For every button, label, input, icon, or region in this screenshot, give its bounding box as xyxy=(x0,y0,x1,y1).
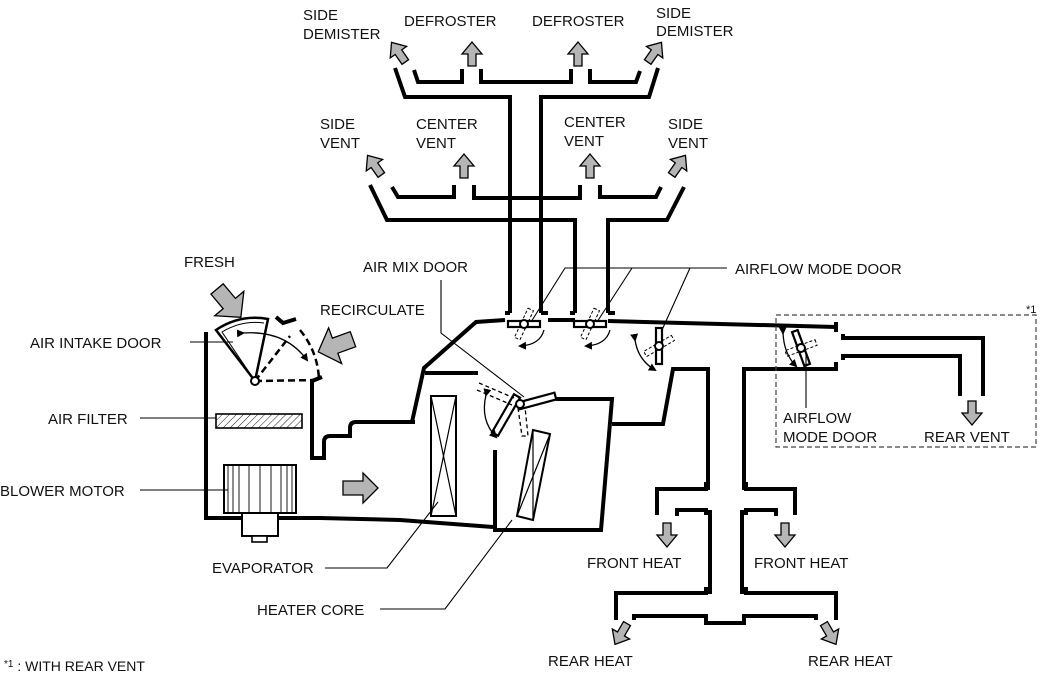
intake-box-wall xyxy=(204,332,494,529)
case-wall xyxy=(612,367,710,490)
arrow-side-demister-left-icon xyxy=(389,41,410,66)
arrow-recirculate-icon xyxy=(317,326,357,365)
arrow-center-vent-left-icon xyxy=(452,152,476,179)
label-air-intake-door: AIR INTAKE DOOR xyxy=(30,335,162,352)
evaporator xyxy=(430,395,457,517)
hvac-case xyxy=(204,318,837,532)
label-rear-vent: REAR VENT xyxy=(924,429,1010,446)
case-wall xyxy=(607,319,837,329)
heater-core xyxy=(515,428,552,522)
duct-wall xyxy=(744,587,838,620)
intake-box-wall xyxy=(310,375,415,460)
arrow-defroster-left-icon xyxy=(460,40,484,67)
arrow-center-vent-right-icon xyxy=(578,152,602,179)
defroster-duct-group xyxy=(393,67,660,313)
outlet-arrows xyxy=(365,40,688,179)
duct-wall xyxy=(632,614,818,625)
blower-motor xyxy=(223,464,297,543)
duct-wall xyxy=(472,185,580,200)
duct-wall xyxy=(841,334,985,396)
duct-wall xyxy=(393,67,512,313)
duct-wall xyxy=(675,508,708,516)
duct-wall xyxy=(479,69,573,84)
duct-wall xyxy=(548,185,582,200)
duct-wall xyxy=(598,185,663,199)
heat-duct-group xyxy=(611,482,840,646)
arrow-front-heat-right-icon xyxy=(773,522,797,549)
label-front-heat-left: FRONT HEAT xyxy=(587,555,681,572)
case-wall xyxy=(742,367,836,490)
duct-wall xyxy=(744,508,778,516)
arrow-rear-vent-icon xyxy=(960,400,984,427)
label-evaporator: EVAPORATOR xyxy=(212,560,314,577)
label-fresh: FRESH xyxy=(184,254,235,271)
airflow-mode-door-rear xyxy=(778,326,818,368)
label-front-heat-right: FRONT HEAT xyxy=(754,555,848,572)
duct-wall xyxy=(841,354,962,396)
air-intake-door xyxy=(214,315,321,386)
duct-wall xyxy=(614,587,708,620)
label-recirculate: RECIRCULATE xyxy=(320,302,425,319)
arrow-side-vent-left-icon xyxy=(365,154,386,179)
airflow-mode-door-heat xyxy=(630,326,676,372)
label-air-mix-door: AIR MIX DOOR xyxy=(363,259,468,276)
arrow-side-demister-right-icon xyxy=(643,41,664,66)
option-marker: *1 xyxy=(1026,304,1036,316)
vent-duct-group xyxy=(368,184,686,313)
air-filter xyxy=(215,413,303,429)
label-defroster-right: DEFROSTER xyxy=(532,13,625,30)
case-wall xyxy=(409,318,506,424)
rear-vent-option-box xyxy=(775,314,1037,448)
duct-wall xyxy=(539,67,660,313)
case-wall xyxy=(493,397,615,532)
label-heater-core: HEATER CORE xyxy=(257,602,364,619)
arrow-fresh-icon xyxy=(210,282,245,319)
leader-lines xyxy=(140,267,807,610)
label-blower-motor: BLOWER MOTOR xyxy=(0,483,125,500)
duct-wall xyxy=(606,186,686,313)
label-rear-heat-right: REAR HEAT xyxy=(808,653,893,670)
arrow-airflow-icon xyxy=(342,471,379,505)
arrow-side-vent-right-icon xyxy=(667,154,688,179)
duct-wall xyxy=(368,184,577,313)
duct-wall xyxy=(744,482,797,515)
airflow-mode-door-vent xyxy=(572,307,611,350)
arrow-rear-heat-left-icon xyxy=(611,620,632,646)
arrow-rear-heat-right-icon xyxy=(819,620,840,646)
label-air-filter: AIR FILTER xyxy=(48,411,128,428)
arrow-front-heat-left-icon xyxy=(655,522,679,549)
duct-wall xyxy=(390,185,456,199)
footnote: *1 : WITH REAR VENT xyxy=(4,658,145,674)
label-airflow-mode-door: AIRFLOW MODE DOOR xyxy=(735,261,902,278)
duct-wall xyxy=(412,69,464,84)
label-defroster-left: DEFROSTER xyxy=(404,13,497,30)
duct-wall xyxy=(588,69,642,84)
duct-wall xyxy=(655,482,708,515)
air-mix-door xyxy=(476,382,558,439)
label-rear-heat-left: REAR HEAT xyxy=(548,653,633,670)
airflow-mode-door-defrost xyxy=(506,307,545,350)
arrow-defroster-right-icon xyxy=(566,40,590,67)
rear-vent-duct xyxy=(775,314,1037,448)
